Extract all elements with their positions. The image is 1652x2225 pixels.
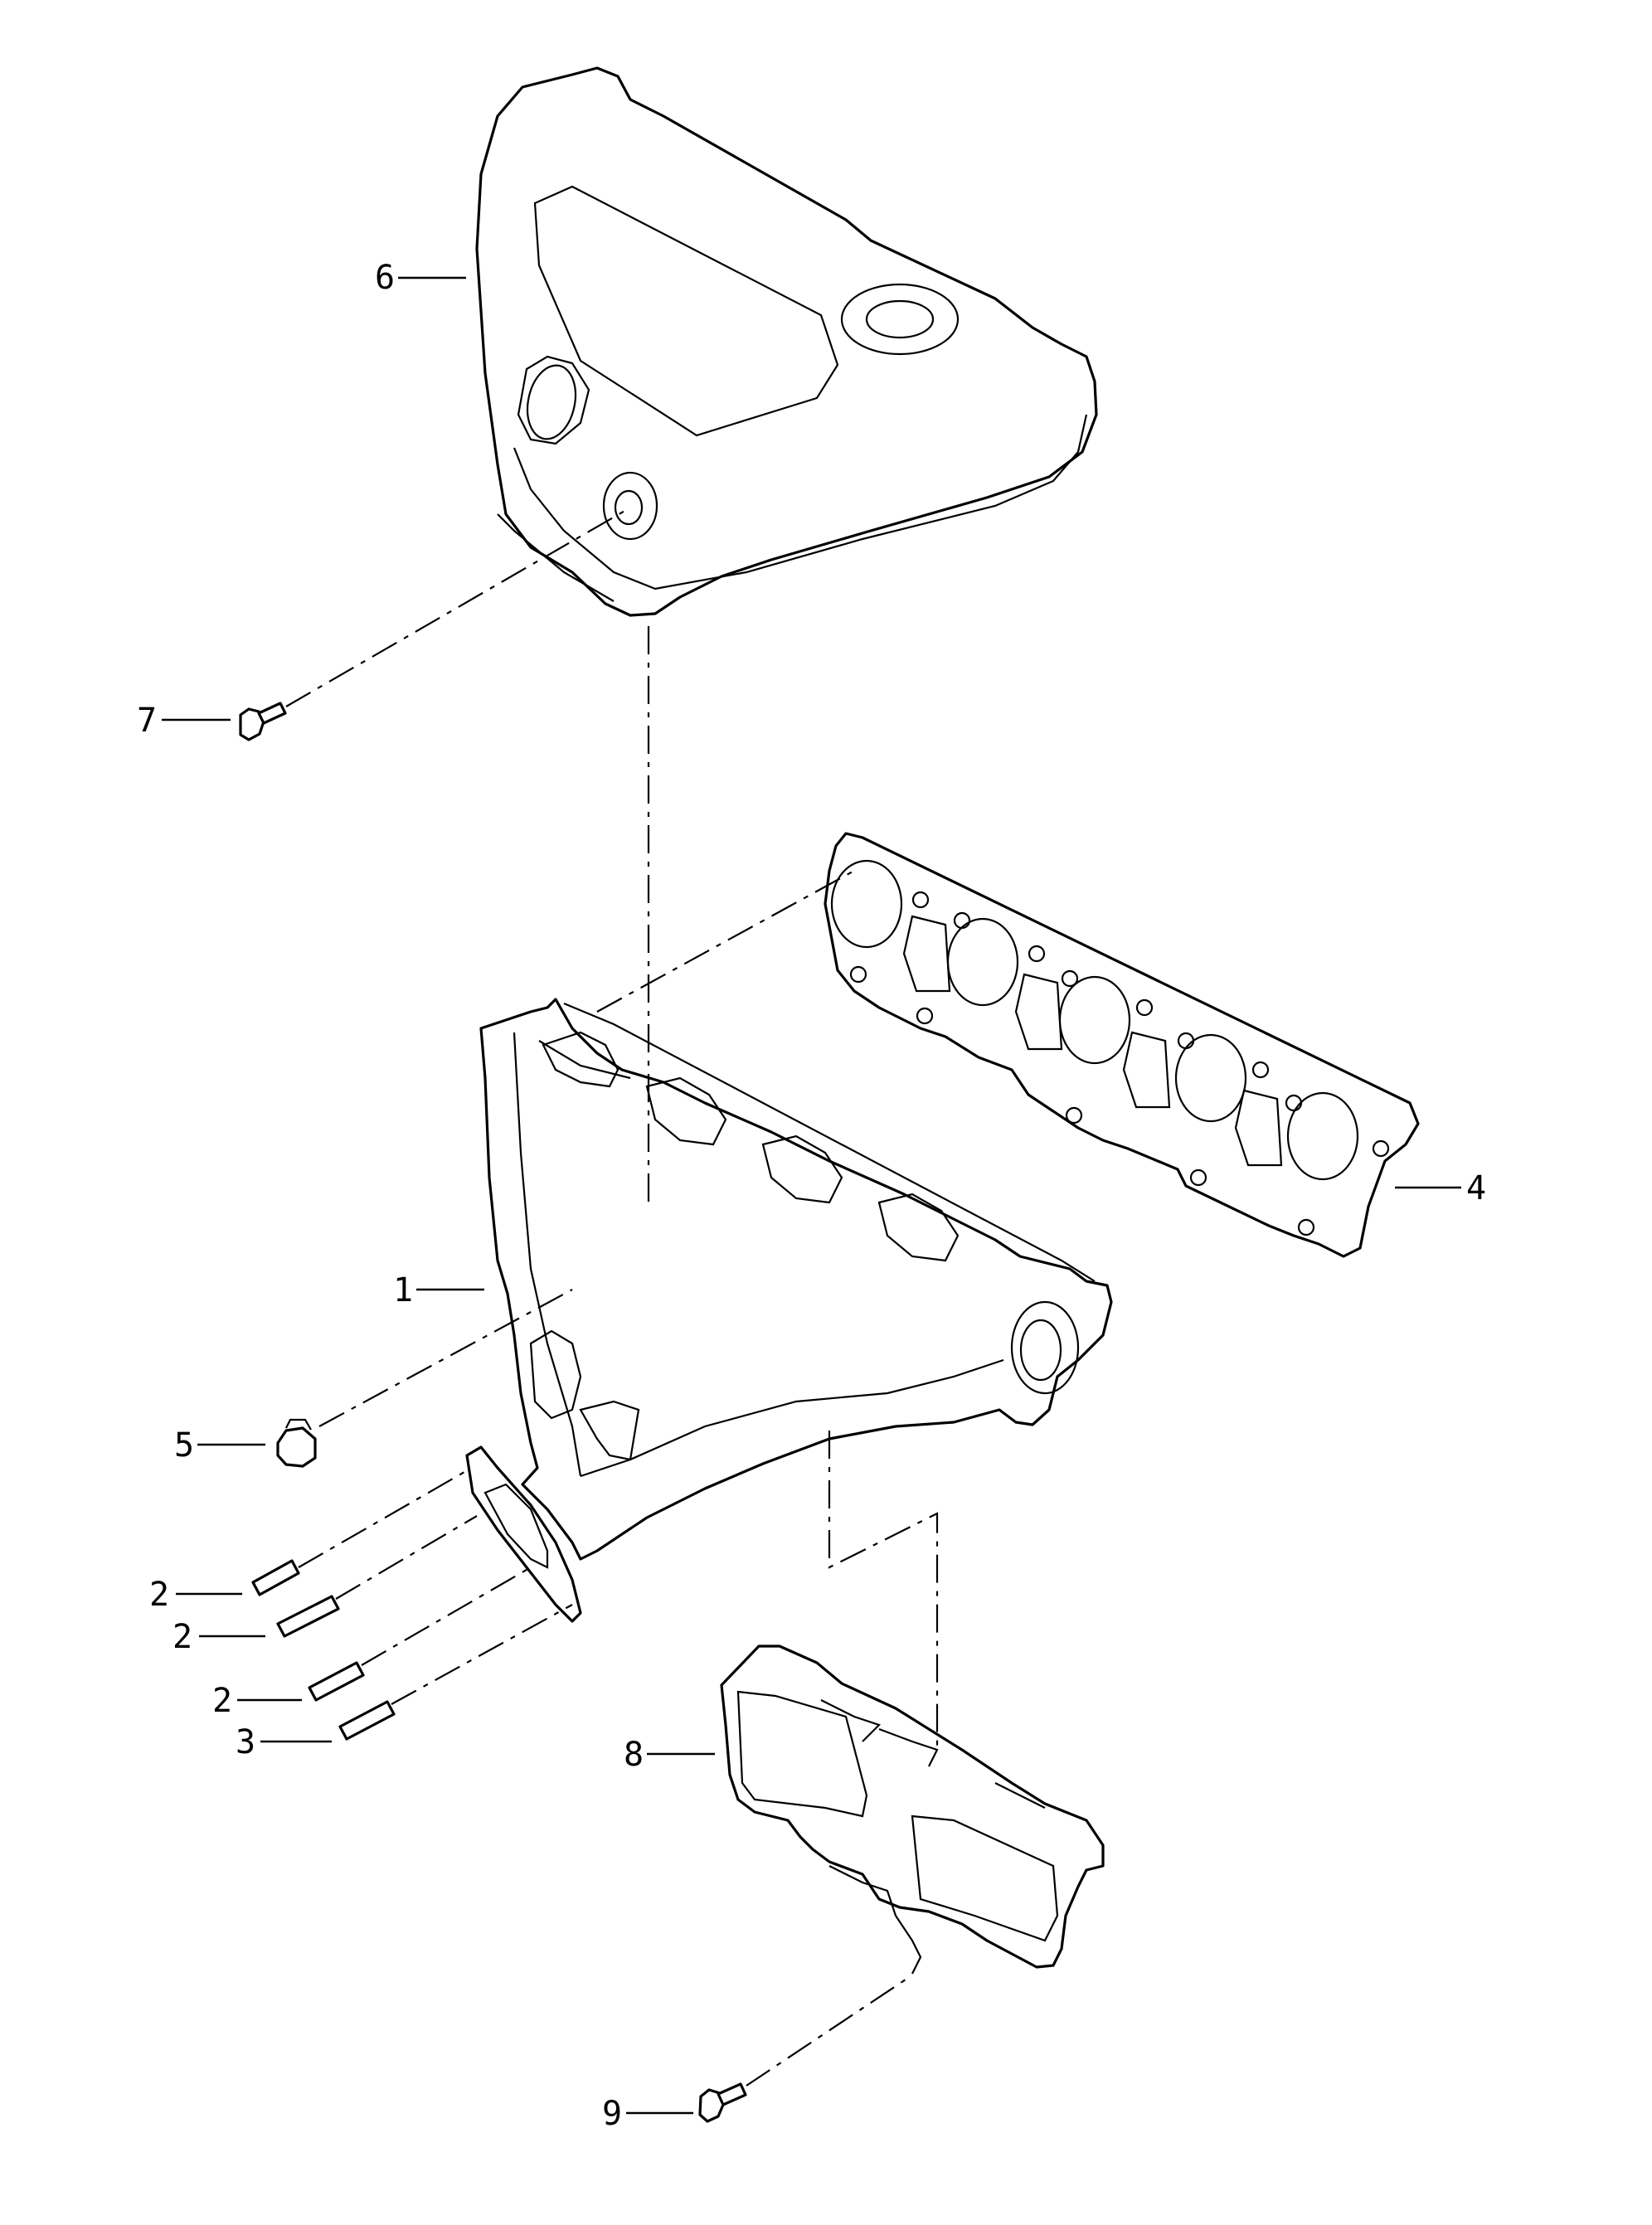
stud-2a xyxy=(251,1559,300,1596)
manifold-outlet-flange xyxy=(465,1445,582,1623)
callout-9: 9 xyxy=(602,2095,622,2133)
stud-2c xyxy=(308,1661,365,1702)
stud-3 xyxy=(338,1700,396,1741)
bolt-9 xyxy=(698,2082,747,2123)
nut-5 xyxy=(276,1418,317,1468)
callout-5: 5 xyxy=(174,1426,194,1465)
heat-shield-upper xyxy=(475,66,1098,617)
callout-8: 8 xyxy=(624,1736,644,1774)
callout-7: 7 xyxy=(137,702,157,740)
callout-leaders xyxy=(162,276,1461,2115)
heat-shield-lower xyxy=(720,1644,1105,1975)
callout-3: 3 xyxy=(236,1723,255,1761)
callout-2b: 2 xyxy=(172,1618,192,1656)
alignment-lines xyxy=(285,509,939,2087)
exhaust-manifold xyxy=(479,998,1113,1561)
bolt-7 xyxy=(239,702,287,741)
callout-4: 4 xyxy=(1466,1169,1486,1207)
callout-2c: 2 xyxy=(212,1682,232,1720)
callout-2a: 2 xyxy=(149,1576,169,1614)
manifold-gasket xyxy=(824,832,1420,1258)
callout-1: 1 xyxy=(393,1271,413,1309)
callout-6: 6 xyxy=(375,259,395,297)
stud-2b xyxy=(276,1595,340,1638)
